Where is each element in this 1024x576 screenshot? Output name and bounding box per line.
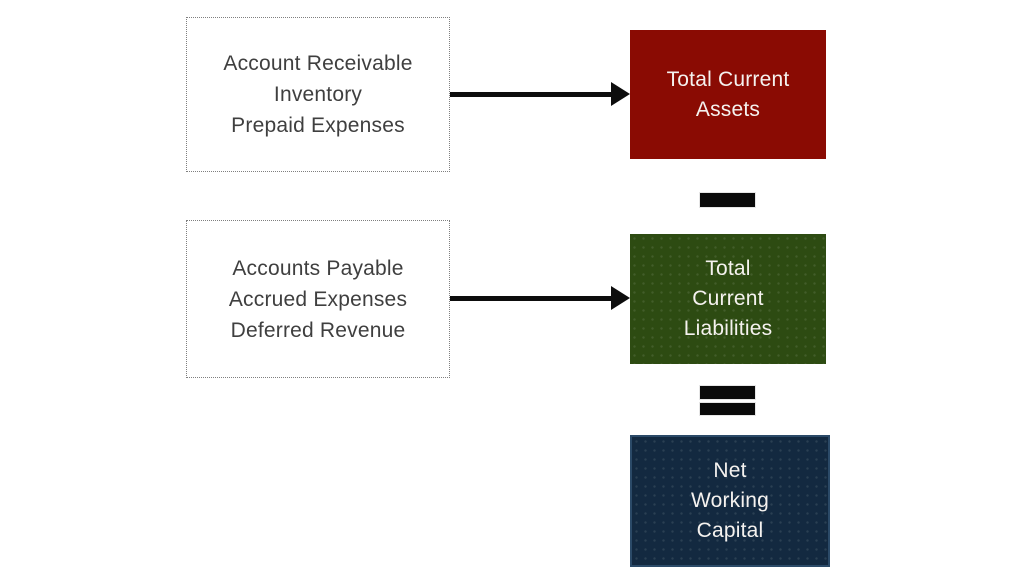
equals-icon xyxy=(700,403,755,415)
result-line: Current xyxy=(692,287,764,310)
arrow-shaft xyxy=(450,295,613,301)
current-liabilities-components-box: Accounts Payable Accrued Expenses Deferr… xyxy=(186,220,450,378)
minus-icon xyxy=(700,193,755,207)
result-line: Assets xyxy=(695,97,761,121)
input-line: Inventory xyxy=(273,83,363,106)
arrow-head xyxy=(611,82,630,106)
total-current-liabilities-box: Total Current Liabilities xyxy=(630,234,826,364)
input-line: Prepaid Expenses xyxy=(231,114,405,137)
current-assets-components-box: Account Receivable Inventory Prepaid Exp… xyxy=(186,17,450,172)
result-line: Capital xyxy=(696,519,764,542)
arrow-right-icon xyxy=(450,286,630,310)
result-line: Total Current xyxy=(666,67,790,91)
result-line: Net xyxy=(713,459,747,482)
total-current-assets-box: Total Current Assets xyxy=(630,30,826,159)
net-working-capital-box: Net Working Capital xyxy=(630,435,830,567)
equals-icon xyxy=(700,386,755,399)
input-line: Account Receivable xyxy=(223,52,413,75)
input-line: Accounts Payable xyxy=(232,256,404,280)
arrow-shaft xyxy=(450,91,613,97)
result-line: Working xyxy=(690,489,770,512)
input-line: Deferred Revenue xyxy=(230,318,406,342)
result-line: Total xyxy=(705,257,751,280)
input-line: Accrued Expenses xyxy=(228,287,408,311)
arrow-head xyxy=(611,286,630,310)
result-line: Liabilities xyxy=(683,317,773,340)
arrow-right-icon xyxy=(450,82,630,106)
